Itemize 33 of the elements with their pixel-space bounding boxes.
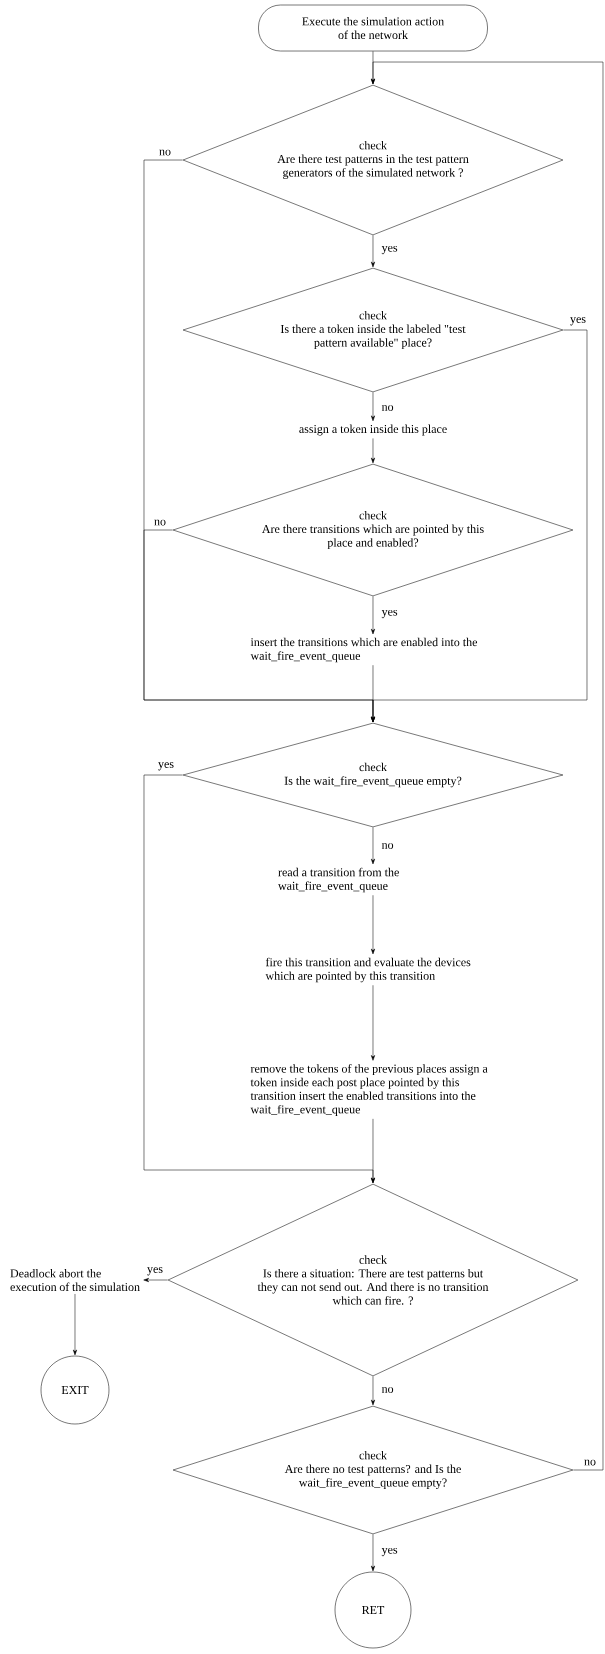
- arrow: [371, 392, 375, 422]
- arrow: [371, 61, 604, 1471]
- step-text: Deadlock abort the execution of the simulation: [10, 1269, 140, 1292]
- step-text: insert the transitions which are enabled into the wait_fire_event_queue: [250, 637, 478, 663]
- arrow: [371, 438, 375, 464]
- edge-label: yes: [381, 1547, 398, 1557]
- arrow: [143, 1278, 168, 1283]
- edge-label: yes: [158, 762, 174, 771]
- edge-label: yes: [147, 1267, 163, 1276]
- edge-label: yes: [381, 609, 398, 619]
- edge-label: no: [584, 1459, 596, 1466]
- arrow: [371, 1534, 375, 1572]
- arrow: [73, 1293, 77, 1356]
- step-text: read a transition from the wait_fire_event_queue: [278, 867, 399, 893]
- edge-label: no: [381, 843, 394, 849]
- edge-label: yes: [381, 245, 398, 255]
- start-terminal: Execute the simulation action of the network: [258, 4, 488, 52]
- arrow: [371, 664, 375, 723]
- edge-label: no: [381, 405, 394, 411]
- step-text: remove the tokens of the previous places assign a token inside each post place pointed by this transition insert the enabled transitions into the wait_fire_event_queue: [250, 1064, 488, 1116]
- edge-label: no: [154, 519, 166, 526]
- arrow: [371, 235, 375, 268]
- step-text: fire this transition and evaluate the devices which are pointed by this transition: [265, 957, 471, 983]
- edge-label: no: [381, 1387, 394, 1393]
- edge-label: yes: [570, 317, 586, 326]
- arrow: [371, 596, 375, 635]
- arrow: [371, 1376, 375, 1406]
- arrow: [371, 827, 375, 865]
- arrow: [371, 985, 375, 1061]
- step-text: assign a token inside this place: [299, 424, 447, 436]
- arrow: [371, 1118, 375, 1184]
- edge-label: no: [159, 149, 171, 156]
- arrow: [371, 895, 375, 955]
